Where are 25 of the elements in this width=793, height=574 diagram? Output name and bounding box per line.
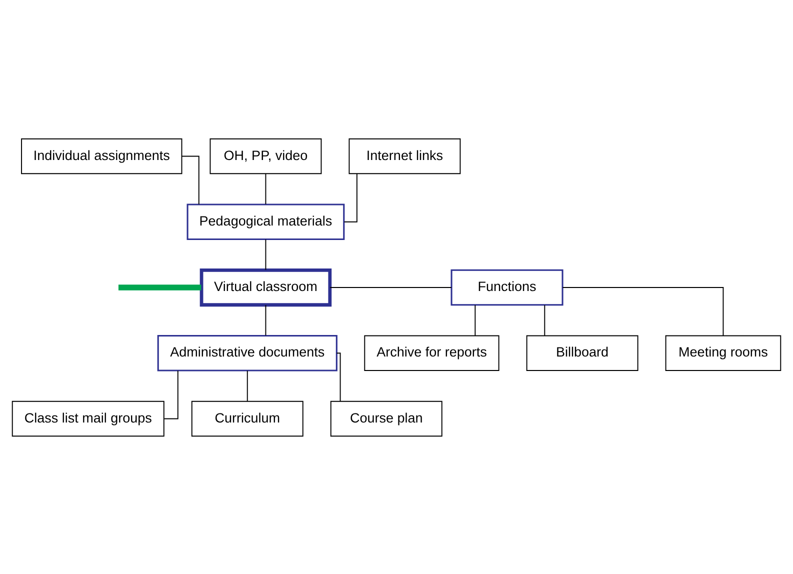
node-box: Individual assignments bbox=[21, 138, 182, 174]
connector bbox=[474, 304, 476, 336]
node-box: Functions bbox=[450, 268, 564, 306]
node-box: Administrative documents bbox=[157, 334, 338, 371]
connector bbox=[330, 286, 452, 288]
connector bbox=[265, 304, 266, 336]
node-box: Course plan bbox=[330, 400, 442, 436]
node-box: Billboard bbox=[526, 334, 638, 370]
node-box: OH, PP, video bbox=[210, 138, 322, 174]
connector bbox=[336, 352, 341, 402]
node-box: Virtual classroom bbox=[200, 268, 332, 306]
connector bbox=[544, 304, 546, 336]
node-box: Class list mail groups bbox=[12, 400, 164, 436]
connector bbox=[562, 286, 724, 336]
node-box: Meeting rooms bbox=[665, 334, 782, 370]
connector bbox=[118, 284, 202, 290]
node-box: Archive for reports bbox=[364, 334, 500, 370]
node-box: Curriculum bbox=[191, 400, 304, 436]
connector bbox=[181, 155, 200, 204]
connector bbox=[265, 172, 266, 204]
node-box: Pedagogical materials bbox=[186, 203, 345, 240]
connector bbox=[246, 370, 248, 402]
connector bbox=[344, 172, 358, 222]
node-box: Internet links bbox=[348, 138, 461, 174]
connector bbox=[265, 238, 266, 270]
